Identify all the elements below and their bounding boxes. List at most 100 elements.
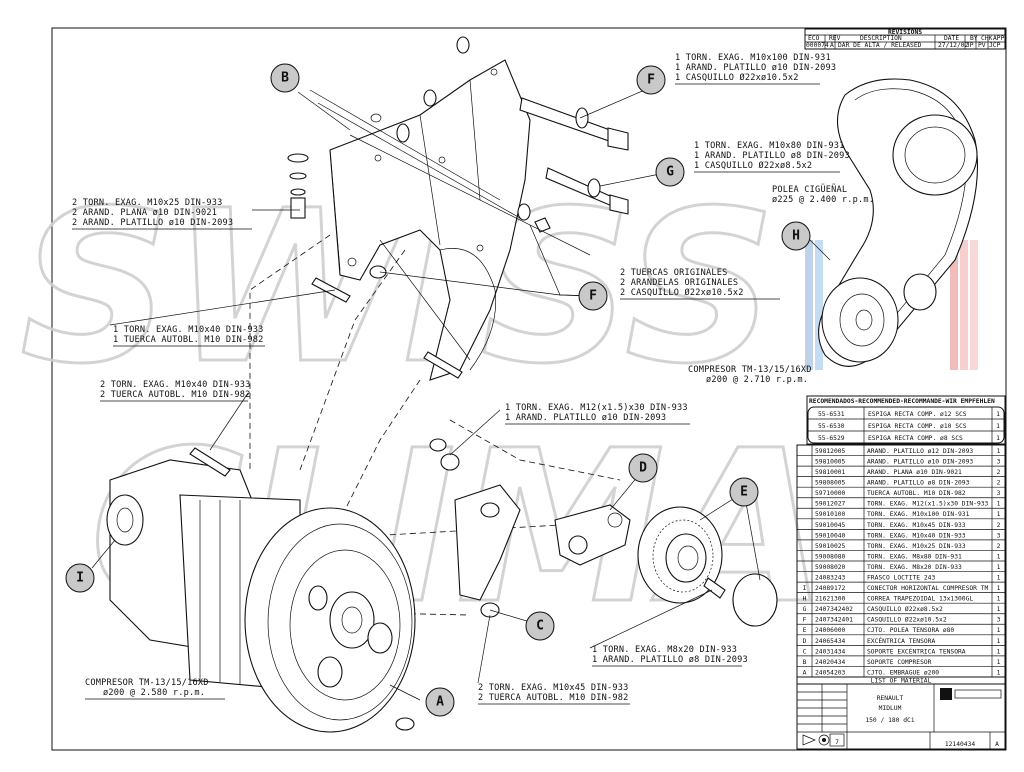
bom-description: FRASCO LOCTITE 243 [867, 574, 935, 581]
svg-text:2 TUERCA AUTOBL. M10 DIN-982: 2 TUERCA AUTOBL. M10 DIN-982 [100, 390, 250, 400]
bom-description: SOPORTE EXCÉNTRICA TENSORA [867, 646, 966, 655]
svg-text:2 TUERCAS ORIGINALES: 2 TUERCAS ORIGINALES [620, 268, 727, 278]
bom-quantity: 2 [997, 469, 1001, 476]
title-model: MIDLUM [879, 705, 902, 712]
bom-part-code: 24065434 [815, 638, 846, 645]
recommended-qty: 1 [996, 423, 1000, 430]
bom-quantity: 1 [997, 564, 1001, 571]
svg-text:1 TUERCA AUTOBL. M10 DIN-982: 1 TUERCA AUTOBL. M10 DIN-982 [113, 335, 263, 345]
note-bolt-m10x25: 2 TORN. EXAG. M10x25 DIN-933 2 ARAND. PL… [72, 198, 252, 230]
bom-description: ARAND. PLATILLO ø8 DIN-2093 [867, 480, 970, 487]
sheet-number: 7 [835, 739, 839, 746]
balloon-f-top: F [636, 65, 666, 95]
svg-text:ø200 @ 2.710 r.p.m.: ø200 @ 2.710 r.p.m. [706, 375, 808, 385]
svg-text:DESCRIPTION: DESCRIPTION [860, 35, 902, 42]
tensioner-eccentric [554, 504, 631, 566]
balloon-i: I [65, 563, 95, 593]
svg-text:ø225 @ 2.400 r.p.m.: ø225 @ 2.400 r.p.m. [772, 195, 874, 205]
bom-part-code: 59812005 [815, 448, 846, 455]
svg-text:A: A [436, 695, 444, 710]
bom-description: TUERCA AUTOBL. M10 DIN-982 [867, 490, 966, 497]
svg-text:1 TORN. EXAG. M12(x1.5)x30 DIN: 1 TORN. EXAG. M12(x1.5)x30 DIN-933 [505, 403, 688, 413]
title-block: RENAULT MIDLUM 150 / 180 dCi 7 12140434 … [796, 683, 1006, 750]
bom-description: CASQUILLO Ø22xø10.5x2 [867, 616, 947, 624]
svg-text:E: E [740, 485, 748, 500]
svg-text:1 CASQUILLO Ø22xø10.5x2: 1 CASQUILLO Ø22xø10.5x2 [675, 72, 799, 83]
bom-part-code: 59810001 [815, 469, 846, 476]
bom-quantity: 1 [997, 574, 1001, 581]
bom-description: TORN. EXAG. M10x40 DIN-933 [867, 532, 966, 539]
bom-description: CJTO. POLEA TENSORA ø80 [867, 627, 954, 634]
bom-part-code: 59808005 [815, 480, 846, 487]
bom-part-code: 59810005 [815, 458, 846, 465]
bom-quantity: 2 [997, 480, 1001, 487]
bolt-m10x40-c [423, 351, 463, 379]
note-bolt-m8x20: 1 TORN. EXAG. M8x20 DIN-933 1 ARAND. PLA… [592, 645, 748, 667]
projection-symbol-icon [802, 734, 830, 746]
svg-text:1 ARAND. PLATILLO ø10 DIN-2093: 1 ARAND. PLATILLO ø10 DIN-2093 [675, 63, 836, 73]
balloon-a: A [425, 687, 455, 717]
svg-text:1 TORN. EXAG. M8x20 DIN-933: 1 TORN. EXAG. M8x20 DIN-933 [592, 645, 737, 655]
bom-description: ARAND. PLATILLO ø12 DIN-2093 [867, 448, 973, 455]
note-compressor-left: COMPRESOR TM-13/15/16XD ø200 @ 2.580 r.p… [85, 678, 225, 700]
bom-part-code: 2407342402 [815, 606, 853, 613]
svg-text:1 ARAND. PLATILLO ø10 DIN-2093: 1 ARAND. PLATILLO ø10 DIN-2093 [505, 413, 666, 423]
balloon-e: E [729, 477, 759, 507]
svg-text:DATE: DATE [944, 35, 959, 42]
belt-drive [818, 78, 979, 367]
svg-text:F: F [647, 73, 655, 88]
svg-text:2 TORN. EXAG. M10x45 DIN-933: 2 TORN. EXAG. M10x45 DIN-933 [478, 683, 628, 693]
revisions-row: 000074 A DAR DE ALTA / RELEASED 27/12/02… [806, 42, 1001, 49]
balloon-b: B [270, 63, 300, 93]
bom-description: TORN. EXAG. M10x25 DIN-933 [867, 543, 966, 550]
recommended-code: 55-6531 [818, 411, 845, 418]
svg-text:APP: APP [993, 35, 1005, 42]
svg-text:A: A [830, 42, 834, 49]
bom-description: ARAND. PLATILLO ø10 DIN-2093 [867, 458, 973, 465]
bom-description: TORN. EXAG. M10x100 DIN-931 [867, 511, 970, 518]
idler-pulley [903, 273, 937, 311]
bom-item-letter: E [803, 627, 807, 634]
compressor-clutch-assembly [106, 447, 416, 733]
bom-footer: LIST OF MATERIAL [871, 678, 932, 685]
bom-part-code: 59010025 [815, 543, 846, 550]
bom-quantity: 1 [997, 596, 1001, 603]
bom-description: TORN. EXAG. M12(x1.5)x30 DIN-933 [867, 501, 989, 508]
bom-description: TORN. EXAG. M10x45 DIN-933 [867, 522, 966, 529]
svg-text:H: H [792, 229, 800, 244]
recommended-title: RECOMENDADOS-RECOMMENDED-RECOMMANDE-WIR … [809, 398, 995, 405]
bom-quantity: 1 [997, 638, 1001, 645]
recommended-desc: ESPIGA RECTA COMP. ø10 SCS [868, 423, 967, 430]
svg-text:COMPRESOR TM-13/15/16XD: COMPRESOR TM-13/15/16XD [688, 365, 812, 375]
bolt-m10x25-stack [287, 153, 309, 219]
bolt-g-stack [517, 167, 629, 233]
bom-part-code: 24006000 [815, 627, 846, 634]
recommended-code: 55-6529 [818, 435, 845, 442]
note-bolt-m10x45: 2 TORN. EXAG. M10x45 DIN-933 2 TUERCA AU… [478, 683, 630, 705]
bom-part-code: 24020434 [815, 659, 846, 666]
bom-part-code: 59008080 [815, 553, 846, 560]
bom-item-letter: D [803, 638, 807, 645]
company-logo [940, 688, 1002, 700]
svg-text:2 TORN. EXAG. M10x25 DIN-933: 2 TORN. EXAG. M10x25 DIN-933 [72, 198, 222, 208]
bom-quantity: 1 [997, 585, 1001, 592]
note-compressor-right: COMPRESOR TM-13/15/16XD ø200 @ 2.710 r.p… [688, 365, 812, 385]
sheet-border [51, 27, 1007, 751]
bom-part-code: 24083243 [815, 574, 846, 581]
bom-part-code: 59010100 [815, 511, 846, 518]
revisions-title: REVISIONS [888, 29, 922, 36]
bom-description: ARAND. PLANA ø10 DIN-9021 [867, 469, 962, 476]
svg-text:2 ARAND. PLATILLO ø10 DIN-2093: 2 ARAND. PLATILLO ø10 DIN-2093 [72, 218, 233, 228]
bom-part-code: 59012027 [815, 501, 846, 508]
svg-text:DAR DE ALTA / RELEASED: DAR DE ALTA / RELEASED [838, 42, 922, 49]
bom-item-letter: F [803, 617, 807, 624]
bom-item-letter: G [803, 606, 807, 613]
recommended-desc: ESPIGA RECTA COMP. ø8 SCS [868, 435, 963, 442]
revisions-table: REVISIONS ECO REV DESCRIPTION DATE BY CH… [804, 28, 1006, 50]
bom-quantity: 1 [997, 553, 1001, 560]
compressor-bracket [329, 59, 531, 381]
bom-quantity: 2 [997, 543, 1001, 550]
svg-text:1 CASQUILLO Ø22xø8.5x2: 1 CASQUILLO Ø22xø8.5x2 [694, 160, 812, 171]
